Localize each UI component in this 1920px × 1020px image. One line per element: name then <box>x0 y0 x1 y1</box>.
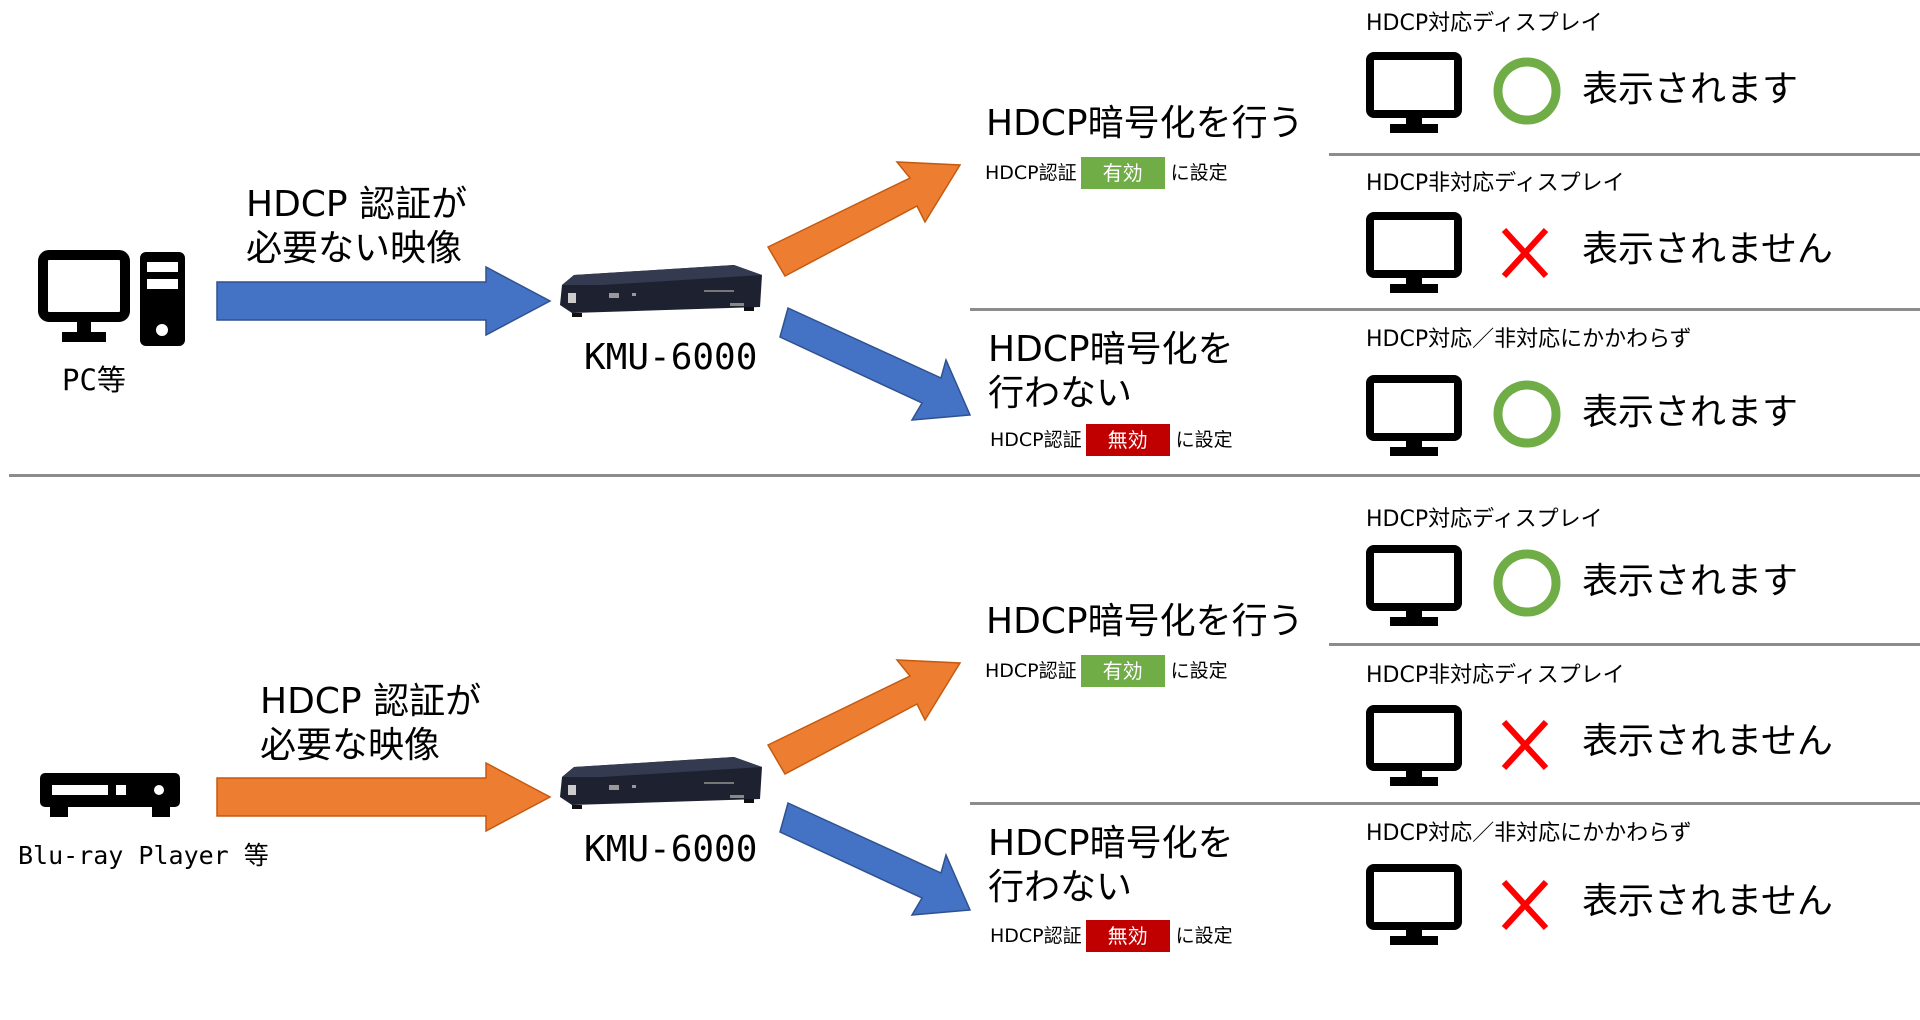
setting-prefix: HDCP認証 <box>985 162 1077 184</box>
setting-prefix: HDCP認証 <box>990 925 1082 947</box>
branch-title-line1: HDCP暗号化を <box>988 329 1234 370</box>
result-text: 表示されません <box>1582 229 1833 270</box>
branch-arrow-up <box>766 161 962 277</box>
hdcp-setting: HDCP認証 有効 に設定 <box>985 655 1228 687</box>
setting-suffix: に設定 <box>1175 429 1233 451</box>
branch-title-line2: 行わない <box>988 867 1133 908</box>
ok-circle-icon <box>1493 549 1561 617</box>
branch-title-line2: 行わない <box>988 373 1133 414</box>
result-text: 表示されます <box>1582 69 1799 110</box>
monitor-icon <box>1366 375 1462 456</box>
branch-title: HDCP暗号化を行う <box>986 601 1304 642</box>
result-text: 表示されません <box>1582 881 1833 922</box>
result-text: 表示されません <box>1582 721 1833 762</box>
kvm-device-icon <box>560 757 762 809</box>
branch-arrow-down <box>779 306 972 421</box>
monitor-icon <box>1366 212 1462 293</box>
branch-arrow-down <box>779 801 972 916</box>
branch-title-line1: HDCP暗号化を <box>988 823 1234 864</box>
disabled-badge: 無効 <box>1085 920 1170 952</box>
input-arrow <box>216 761 552 833</box>
setting-prefix: HDCP認証 <box>990 429 1082 451</box>
hdcp-setting: HDCP認証 無効 に設定 <box>990 424 1233 456</box>
input-caption-line1: HDCP 認証が <box>246 184 468 225</box>
display-type: HDCP対応ディスプレイ <box>1366 507 1603 532</box>
result-divider <box>1329 643 1920 646</box>
branch-title: HDCP暗号化を行う <box>986 103 1304 144</box>
ok-circle-icon <box>1493 380 1561 448</box>
branch-divider <box>970 802 1920 805</box>
device-label: KMU-6000 <box>584 829 758 870</box>
display-type: HDCP対応／非対応にかかわらず <box>1366 327 1692 352</box>
enabled-badge: 有効 <box>1080 157 1165 189</box>
device-label: KMU-6000 <box>584 337 758 378</box>
ng-cross-icon <box>1501 227 1549 279</box>
input-caption-line2: 必要な映像 <box>260 725 441 766</box>
setting-suffix: に設定 <box>1170 660 1228 682</box>
result-text: 表示されます <box>1582 392 1799 433</box>
result-text: 表示されます <box>1582 561 1799 602</box>
ok-circle-icon <box>1493 57 1561 125</box>
setting-suffix: に設定 <box>1170 162 1228 184</box>
section-divider <box>9 474 1920 477</box>
source-label: PC等 <box>62 363 126 397</box>
display-type: HDCP対応／非対応にかかわらず <box>1366 821 1692 846</box>
branch-divider <box>970 308 1920 311</box>
setting-suffix: に設定 <box>1175 925 1233 947</box>
display-type: HDCP非対応ディスプレイ <box>1366 663 1625 688</box>
monitor-icon <box>1366 705 1462 786</box>
bluray-player-icon <box>40 773 180 817</box>
enabled-badge: 有効 <box>1080 655 1165 687</box>
ng-cross-icon <box>1501 879 1549 931</box>
result-divider <box>1329 153 1920 156</box>
ng-cross-icon <box>1501 719 1549 771</box>
hdcp-setting: HDCP認証 有効 に設定 <box>985 157 1228 189</box>
kvm-device-icon <box>560 265 762 317</box>
display-type: HDCP対応ディスプレイ <box>1366 11 1603 36</box>
desktop-pc-icon <box>38 250 185 346</box>
monitor-icon <box>1366 864 1462 945</box>
monitor-icon <box>1366 52 1462 133</box>
branch-arrow-up <box>766 659 962 775</box>
monitor-icon <box>1366 545 1462 626</box>
source-label: Blu-ray Player 等 <box>18 841 269 870</box>
disabled-badge: 無効 <box>1085 424 1170 456</box>
input-caption-line1: HDCP 認証が <box>260 681 482 722</box>
setting-prefix: HDCP認証 <box>985 660 1077 682</box>
input-caption-line2: 必要ない映像 <box>246 228 463 269</box>
display-type: HDCP非対応ディスプレイ <box>1366 171 1625 196</box>
input-arrow <box>216 265 552 337</box>
hdcp-setting: HDCP認証 無効 に設定 <box>990 920 1233 952</box>
